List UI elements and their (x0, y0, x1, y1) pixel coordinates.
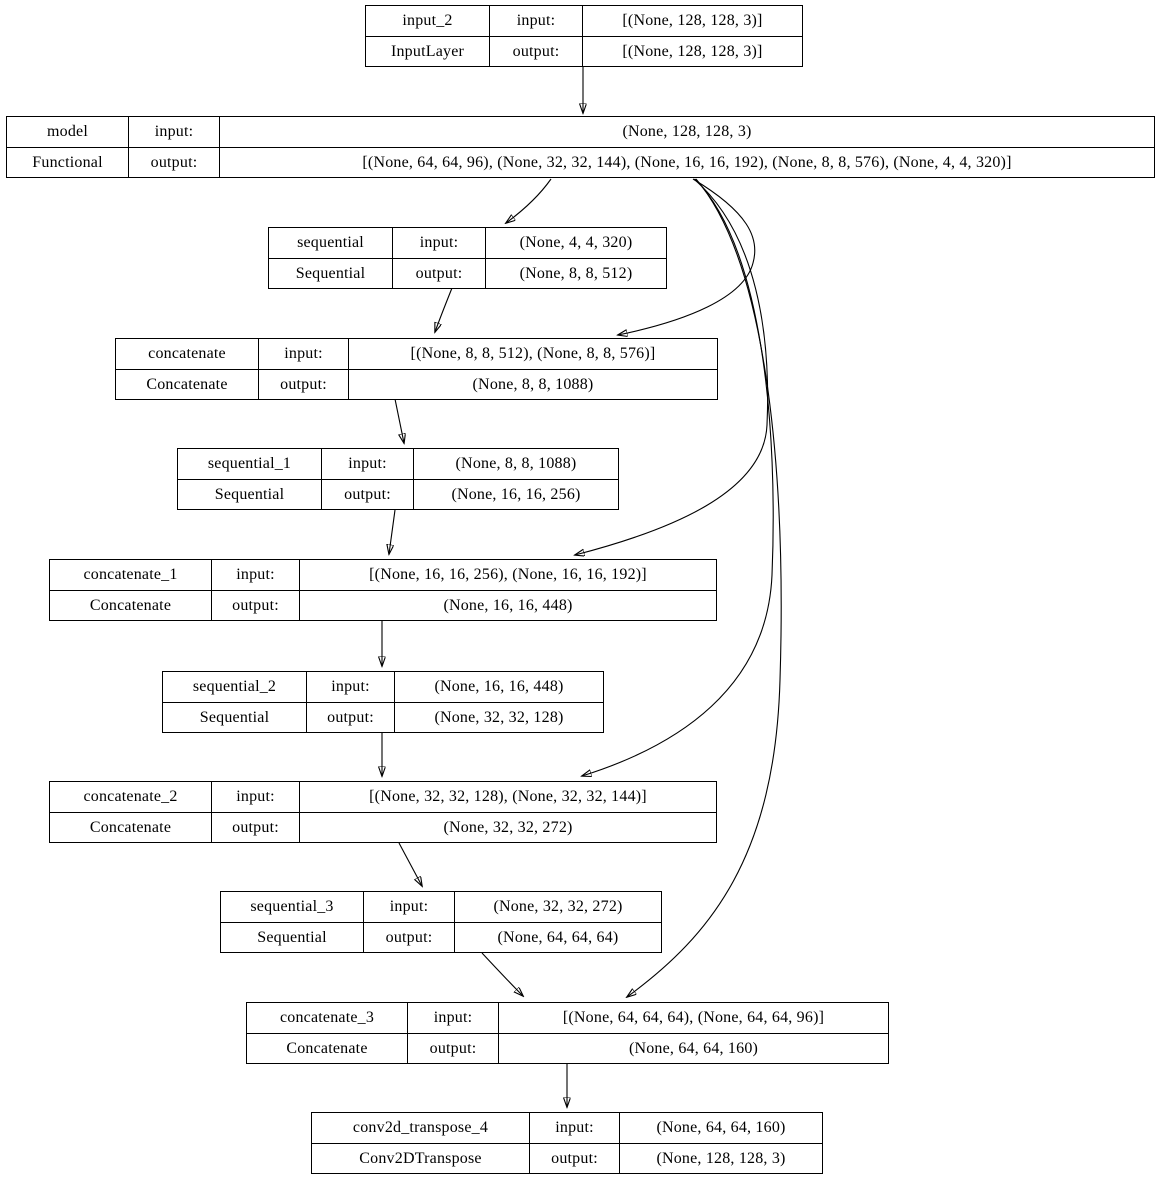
node-concatenate: concatenate input: [(None, 8, 8, 512), (… (115, 338, 718, 400)
output-label-cell: output: (529, 1143, 619, 1173)
output-label-cell: output: (363, 922, 454, 952)
input-label-cell: input: (306, 672, 394, 702)
output-shape-cell: (None, 64, 64, 64) (454, 922, 661, 952)
layer-name-cell: concatenate_3 (279, 1009, 375, 1026)
node-sequential_2: sequential_2 input: (None, 16, 16, 448) … (162, 671, 604, 733)
edge-model-concatenate_1 (575, 178, 769, 555)
output-shape-cell: (None, 64, 64, 160) (498, 1033, 888, 1063)
input-label-cell: input: (489, 6, 582, 36)
layer-name-cell: input_2 (402, 12, 453, 29)
input-label-cell: input: (258, 339, 348, 369)
layer-name-cell: concatenate_2 (83, 788, 178, 805)
output-label-cell: output: (392, 258, 485, 288)
node-concatenate_3: concatenate_3 input: [(None, 64, 64, 64)… (246, 1002, 889, 1064)
edge-model-concatenate_3 (627, 178, 782, 997)
node-concatenate_2: concatenate_2 input: [(None, 32, 32, 128… (49, 781, 717, 843)
output-shape-cell: (None, 8, 8, 1088) (348, 369, 717, 399)
output-shape-cell: (None, 32, 32, 128) (394, 702, 603, 732)
layer-type-cell: Sequential (221, 922, 363, 952)
layer-name-cell: conv2d_transpose_4 (352, 1119, 489, 1136)
input-shape-cell: [(None, 16, 16, 256), (None, 16, 16, 192… (299, 560, 716, 590)
node-sequential: sequential input: (None, 4, 4, 320) Sequ… (268, 227, 667, 289)
output-shape-cell: [(None, 128, 128, 3)] (582, 36, 802, 66)
edge-model-concatenate (618, 178, 756, 335)
layer-type-cell: Concatenate (50, 590, 211, 620)
edge-model-sequential (506, 178, 552, 223)
input-shape-cell: [(None, 8, 8, 512), (None, 8, 8, 576)] (348, 339, 717, 369)
output-label-cell: output: (128, 147, 219, 177)
output-shape-cell: (None, 32, 32, 272) (299, 812, 716, 842)
input-label-cell: input: (392, 228, 485, 258)
node-sequential_3: sequential_3 input: (None, 32, 32, 272) … (220, 891, 662, 953)
input-shape-cell: (None, 64, 64, 160) (619, 1113, 822, 1143)
input-label-cell: input: (407, 1003, 498, 1033)
output-label-cell: output: (321, 479, 413, 509)
layer-type-cell: Concatenate (116, 369, 258, 399)
input-shape-cell: (None, 32, 32, 272) (454, 892, 661, 922)
input-shape-cell: [(None, 32, 32, 128), (None, 32, 32, 144… (299, 782, 716, 812)
output-label-cell: output: (258, 369, 348, 399)
input-label-cell: input: (211, 782, 299, 812)
output-shape-cell: (None, 128, 128, 3) (619, 1143, 822, 1173)
edge-concatenate_2-sequential_3 (398, 842, 422, 886)
input-shape-cell: [(None, 128, 128, 3)] (582, 6, 802, 36)
layer-name-cell: concatenate (148, 345, 226, 362)
layer-type-cell: Concatenate (50, 812, 211, 842)
node-concatenate_1: concatenate_1 input: [(None, 16, 16, 256… (49, 559, 717, 621)
layer-type-cell: Sequential (178, 479, 321, 509)
layer-type-cell: InputLayer (366, 36, 489, 66)
output-label-cell: output: (211, 590, 299, 620)
layer-type-cell: Functional (7, 147, 128, 177)
input-label-cell: input: (321, 449, 413, 479)
edge-sequential_3-concatenate_3 (481, 952, 523, 996)
layer-type-cell: Concatenate (247, 1033, 407, 1063)
output-shape-cell: (None, 16, 16, 448) (299, 590, 716, 620)
output-label-cell: output: (306, 702, 394, 732)
input-label-cell: input: (363, 892, 454, 922)
output-label-cell: output: (489, 36, 582, 66)
output-label-cell: output: (211, 812, 299, 842)
layer-name-cell: sequential_3 (250, 898, 334, 915)
output-shape-cell: [(None, 64, 64, 96), (None, 32, 32, 144)… (219, 147, 1154, 177)
node-model: model input: (None, 128, 128, 3) Functio… (6, 116, 1155, 178)
edge-sequential-concatenate (435, 287, 453, 332)
output-shape-cell: (None, 8, 8, 512) (485, 258, 666, 288)
output-shape-cell: (None, 16, 16, 256) (413, 479, 618, 509)
input-shape-cell: (None, 8, 8, 1088) (413, 449, 618, 479)
layer-name-cell: sequential_2 (192, 678, 277, 695)
layer-type-cell: Conv2DTranspose (312, 1143, 529, 1173)
input-label-cell: input: (128, 117, 219, 147)
input-label-cell: input: (529, 1113, 619, 1143)
edge-sequential_1-concatenate_1 (389, 509, 396, 554)
edge-model-concatenate_2 (582, 178, 774, 776)
input-shape-cell: [(None, 64, 64, 64), (None, 64, 64, 96)] (498, 1003, 888, 1033)
layer-type-cell: Sequential (163, 702, 306, 732)
input-shape-cell: (None, 16, 16, 448) (394, 672, 603, 702)
layer-type-cell: Sequential (269, 258, 392, 288)
node-conv2d_transpose_4: conv2d_transpose_4 input: (None, 64, 64,… (311, 1112, 823, 1174)
output-label-cell: output: (407, 1033, 498, 1063)
layer-name-cell: sequential_1 (207, 455, 292, 472)
layer-name-cell: sequential (297, 234, 364, 251)
layer-name-cell: concatenate_1 (83, 566, 178, 583)
input-shape-cell: (None, 4, 4, 320) (485, 228, 666, 258)
layer-name-cell: model (47, 123, 88, 140)
input-label-cell: input: (211, 560, 299, 590)
edge-concatenate-sequential_1 (394, 398, 404, 443)
node-sequential_1: sequential_1 input: (None, 8, 8, 1088) S… (177, 448, 619, 510)
node-input_2: input_2 input: [(None, 128, 128, 3)] Inp… (365, 5, 803, 67)
input-shape-cell: (None, 128, 128, 3) (219, 117, 1154, 147)
